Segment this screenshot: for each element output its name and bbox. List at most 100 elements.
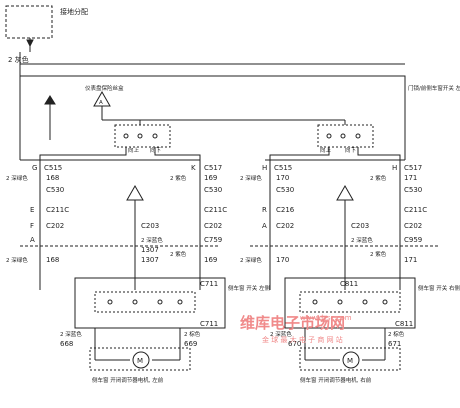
right-pin-h: H xyxy=(262,164,267,172)
left-pin-f: F xyxy=(30,222,34,230)
right-c530-a: C530 xyxy=(276,186,294,194)
left-motor-symbol: M xyxy=(137,357,143,365)
left-motor-wire-a-color: 2 深蓝色 xyxy=(60,330,82,338)
right-top-switch-contact-2 xyxy=(340,133,346,139)
left-switch-connector-b: C711 xyxy=(200,320,218,328)
right-top-switch-state-down: 向下 xyxy=(345,146,357,154)
watermark-main: 维库电子市场网 xyxy=(240,314,345,332)
right-triangle-icon xyxy=(336,184,354,201)
left-wire-a-code: 168 xyxy=(46,174,59,182)
right-motor-box xyxy=(299,347,401,371)
left-wire-a-color-2: 2 深绿色 xyxy=(6,256,28,264)
right-connector-c515: C515 xyxy=(274,164,292,172)
right-window-switch xyxy=(284,277,416,329)
right-pin-h2: H xyxy=(392,164,397,172)
right-wire-a-color: 2 深绿色 xyxy=(240,174,262,182)
left-c203: C203 xyxy=(141,222,159,230)
right-pin-r: R xyxy=(262,206,267,214)
left-switch-contacts xyxy=(94,291,196,313)
right-c202-a: C202 xyxy=(276,222,294,230)
ground-distribution-label: 接地分配 xyxy=(60,7,88,16)
left-switch-connector: C711 xyxy=(200,280,218,288)
right-c202-b: C202 xyxy=(404,222,422,230)
left-c202-b: C202 xyxy=(204,222,222,230)
left-contact-2 xyxy=(132,299,138,305)
left-connector-c517: C517 xyxy=(204,164,222,172)
arrow-up-icon xyxy=(44,95,56,105)
right-switch-connector: C811 xyxy=(340,280,358,288)
left-mid-wire-color: 2 深蓝色 xyxy=(141,236,163,244)
left-c211c-b: C211C xyxy=(204,206,227,214)
fuse-triangle-marker: A xyxy=(99,100,103,106)
right-top-switch-contact-3 xyxy=(355,133,361,139)
left-motor-box xyxy=(89,347,191,371)
right-top-switch-state-up: 向上 xyxy=(320,146,332,154)
left-top-switch-contact-2 xyxy=(137,133,143,139)
right-switch-to-h2 xyxy=(357,147,401,160)
left-pin-g: G xyxy=(32,164,37,172)
left-switch-to-k xyxy=(154,147,201,160)
right-top-switch xyxy=(317,124,374,148)
right-motor-wire-a-color: 2 深蓝色 xyxy=(270,330,292,338)
right-c959: C959 xyxy=(404,236,422,244)
arrow-down-icon xyxy=(26,39,34,48)
left-c211c-a: C211C xyxy=(46,206,69,214)
left-pin-a: A xyxy=(30,236,35,244)
left-c530-b: C530 xyxy=(204,186,222,194)
left-motor-wire-b-color: 2 棕色 xyxy=(184,330,201,338)
right-contact-3 xyxy=(362,299,368,305)
left-top-switch-contact-1 xyxy=(123,133,129,139)
right-c216: C216 xyxy=(276,206,295,214)
right-motor-icon xyxy=(342,351,360,369)
right-wire-b-code: 171 xyxy=(404,174,417,182)
left-wire-b-code: 169 xyxy=(204,174,217,182)
left-c530-a: C530 xyxy=(46,186,64,194)
right-contact-4 xyxy=(382,299,388,305)
left-top-switch xyxy=(114,124,171,148)
right-motor-code-b: 671 xyxy=(388,340,401,348)
right-switch-label: 侧车窗 开关 右侧 xyxy=(418,284,460,292)
left-top-switch-state-up: 向上 xyxy=(128,146,140,154)
right-top-switch-contact-1 xyxy=(326,133,332,139)
left-motor-code-a: 668 xyxy=(60,340,73,348)
left-c759: C759 xyxy=(204,236,222,244)
right-contact-1 xyxy=(312,299,318,305)
right-wire-a-color-2: 2 深绿色 xyxy=(240,256,262,264)
left-triangle-icon xyxy=(126,184,144,201)
left-contact-1 xyxy=(107,299,113,305)
right-connector-c517: C517 xyxy=(404,164,422,172)
left-connector-c515: C515 xyxy=(44,164,62,172)
door-switch-label: 门锁/前侧车窗开关 左侧 xyxy=(408,84,460,92)
left-switch-to-g xyxy=(39,147,127,160)
right-c211c: C211C xyxy=(404,206,427,214)
left-motor-label: 侧车窗 开闭调节器电机, 左前 xyxy=(92,376,164,384)
left-contact-4 xyxy=(177,299,183,305)
right-pin-a: A xyxy=(262,222,267,230)
watermark: 维库电子市场网 金 球 最 大 电 子 商 网 站 www.dzsc.com xyxy=(240,314,352,344)
left-mid-code: 1307 xyxy=(141,246,159,254)
fuse-block-label: 仪表盘保险丝盒 xyxy=(85,84,124,92)
left-bottom-code-c: 169 xyxy=(204,256,217,264)
top-bus-wire xyxy=(19,64,406,160)
left-power-label: 2 灰色 xyxy=(8,55,29,64)
left-switch-label: 侧车窗 开关 左侧 xyxy=(228,284,270,292)
left-motor-code-b: 669 xyxy=(184,340,197,348)
left-wire-b-color: 2 紫色 xyxy=(170,174,187,182)
right-motor-code-a: 670 xyxy=(288,340,301,348)
right-motor-label: 侧车窗 开闭调节器电机, 右前 xyxy=(300,376,372,384)
left-bottom-code-b: 1307 xyxy=(141,256,159,264)
ground-distribution-box xyxy=(5,5,53,39)
right-switch-to-h xyxy=(269,147,330,160)
left-contact-3 xyxy=(157,299,163,305)
left-bottom-code-a: 168 xyxy=(46,256,59,264)
right-switch-contacts xyxy=(299,291,401,313)
right-c203: C203 xyxy=(351,222,369,230)
right-c530-b: C530 xyxy=(404,186,422,194)
left-pin-e: E xyxy=(30,206,34,214)
watermark-sub: 金 球 最 大 电 子 商 网 站 xyxy=(262,335,343,344)
right-mid-wire-color: 2 深蓝色 xyxy=(351,236,373,244)
left-top-switch-contact-3 xyxy=(152,133,158,139)
left-motor-icon xyxy=(132,351,150,369)
watermark-url: www.dzsc.com xyxy=(300,314,352,322)
